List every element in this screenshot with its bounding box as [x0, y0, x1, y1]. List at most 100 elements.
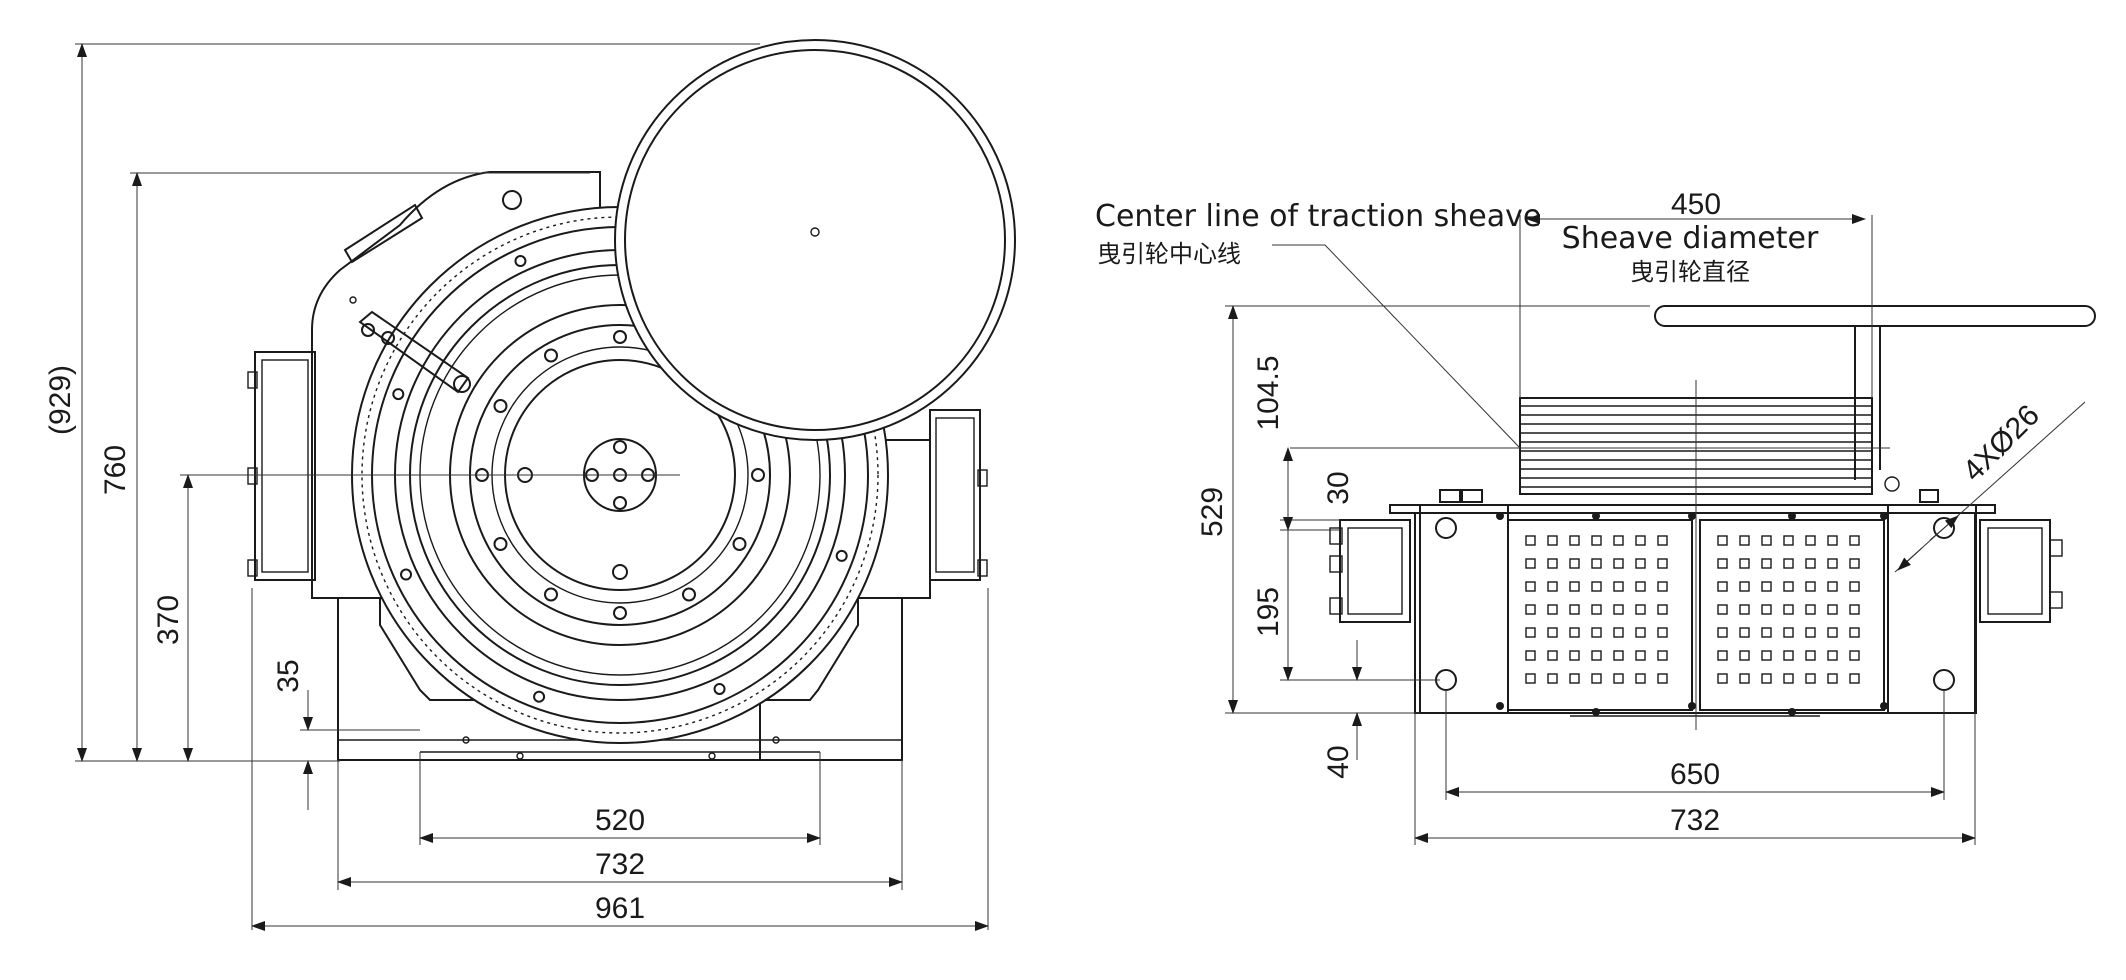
panel-screws [1496, 512, 1888, 716]
vent-hole [1635, 535, 1646, 546]
vent-hole [1827, 535, 1838, 546]
vent-hole [1635, 650, 1646, 661]
vent-hole [1591, 650, 1602, 661]
vent-hole [1613, 650, 1624, 661]
vent-hole [1849, 558, 1860, 569]
vent-hole [1805, 673, 1816, 684]
dim-width-732-side: 732 [1670, 804, 1720, 837]
sheave-diameter-label-en: Sheave diameter [1562, 221, 1819, 256]
dim-height-760: 760 [99, 445, 132, 495]
bolt [514, 255, 527, 268]
vent-panel-right [1699, 519, 1885, 711]
vent-hole [1569, 558, 1580, 569]
right-cap [1979, 519, 2063, 623]
vent-hole [1635, 673, 1646, 684]
vent-hole [1569, 673, 1580, 684]
brake-arm [358, 310, 471, 394]
vent-hole [1547, 535, 1558, 546]
vent-hole [1547, 581, 1558, 592]
vent-hole [1717, 650, 1728, 661]
bolt [835, 549, 848, 562]
vent-hole [1657, 558, 1668, 569]
vent-hole [1783, 558, 1794, 569]
vent-hole [1761, 673, 1772, 684]
dim-104-5: 104.5 [1252, 355, 1285, 430]
vent-hole [1547, 627, 1558, 638]
vent-panel-left [1507, 519, 1693, 711]
dim-center-370: 370 [152, 595, 185, 645]
sheave-diameter-label-cn: 曳引轮直径 [1630, 258, 1750, 286]
vent-hole [1827, 558, 1838, 569]
vent-hole [1613, 627, 1624, 638]
vent-hole [1717, 604, 1728, 615]
vent-hole [1591, 558, 1602, 569]
vent-hole [1827, 604, 1838, 615]
vent-hole [1613, 581, 1624, 592]
vent-hole [1569, 627, 1580, 638]
sheave-diameter-value: 450 [1671, 188, 1721, 221]
vent-hole [1717, 627, 1728, 638]
bolt [400, 568, 413, 581]
vent-hole [1827, 673, 1838, 684]
dim-height-529: 529 [1196, 487, 1229, 537]
vent-hole [1591, 627, 1602, 638]
bolt [751, 468, 765, 482]
vent-hole [1761, 627, 1772, 638]
dim-base-35: 35 [272, 659, 305, 692]
vent-hole [1613, 604, 1624, 615]
vent-hole [1783, 535, 1794, 546]
vent-hole [1783, 673, 1794, 684]
vent-hole [1717, 558, 1728, 569]
bolt [682, 587, 696, 602]
screw [1496, 702, 1504, 710]
vent-hole [1805, 604, 1816, 615]
traction-sheave-front [614, 39, 1016, 441]
vent-hole [1635, 604, 1646, 615]
bolt [613, 330, 627, 344]
vent-hole [1805, 627, 1816, 638]
vent-hole [1547, 558, 1558, 569]
left-cap [1329, 519, 1411, 623]
vent-hole [1849, 604, 1860, 615]
vent-hole [1805, 581, 1816, 592]
vent-hole [1717, 535, 1728, 546]
vent-hole [1569, 650, 1580, 661]
screw [1880, 702, 1888, 710]
screw [1688, 702, 1696, 710]
screw [1880, 512, 1888, 520]
vent-hole [1761, 535, 1772, 546]
screw [1496, 512, 1504, 520]
left-side-box [247, 351, 316, 581]
vent-hole [1525, 673, 1536, 684]
vent-hole [1547, 673, 1558, 684]
vent-hole [1717, 581, 1728, 592]
right-side-box [929, 409, 988, 581]
vent-hole [1525, 627, 1536, 638]
dim-width-961: 961 [595, 892, 645, 925]
vent-hole [1761, 604, 1772, 615]
vent-hole [1827, 650, 1838, 661]
dim-width-650: 650 [1670, 758, 1720, 791]
screw [1788, 512, 1796, 520]
vent-hole [1783, 604, 1794, 615]
vent-hole [1783, 581, 1794, 592]
screw [1688, 512, 1696, 520]
bolt [613, 606, 627, 620]
dim-width-520: 520 [595, 804, 645, 837]
vent-hole [1827, 581, 1838, 592]
dim-40: 40 [1322, 745, 1355, 778]
vent-hole [1547, 604, 1558, 615]
vent-hole [1805, 650, 1816, 661]
screw [1592, 708, 1600, 716]
dim-30: 30 [1322, 471, 1355, 504]
vent-hole [1547, 650, 1558, 661]
vent-hole [1525, 604, 1536, 615]
vent-hole [1761, 558, 1772, 569]
vent-hole [1657, 604, 1668, 615]
dim-overall-height: (929) [44, 365, 77, 435]
vent-hole [1761, 581, 1772, 592]
bolt [713, 682, 726, 695]
vent-hole [1613, 535, 1624, 546]
vent-hole [1783, 650, 1794, 661]
bolt [544, 587, 558, 602]
